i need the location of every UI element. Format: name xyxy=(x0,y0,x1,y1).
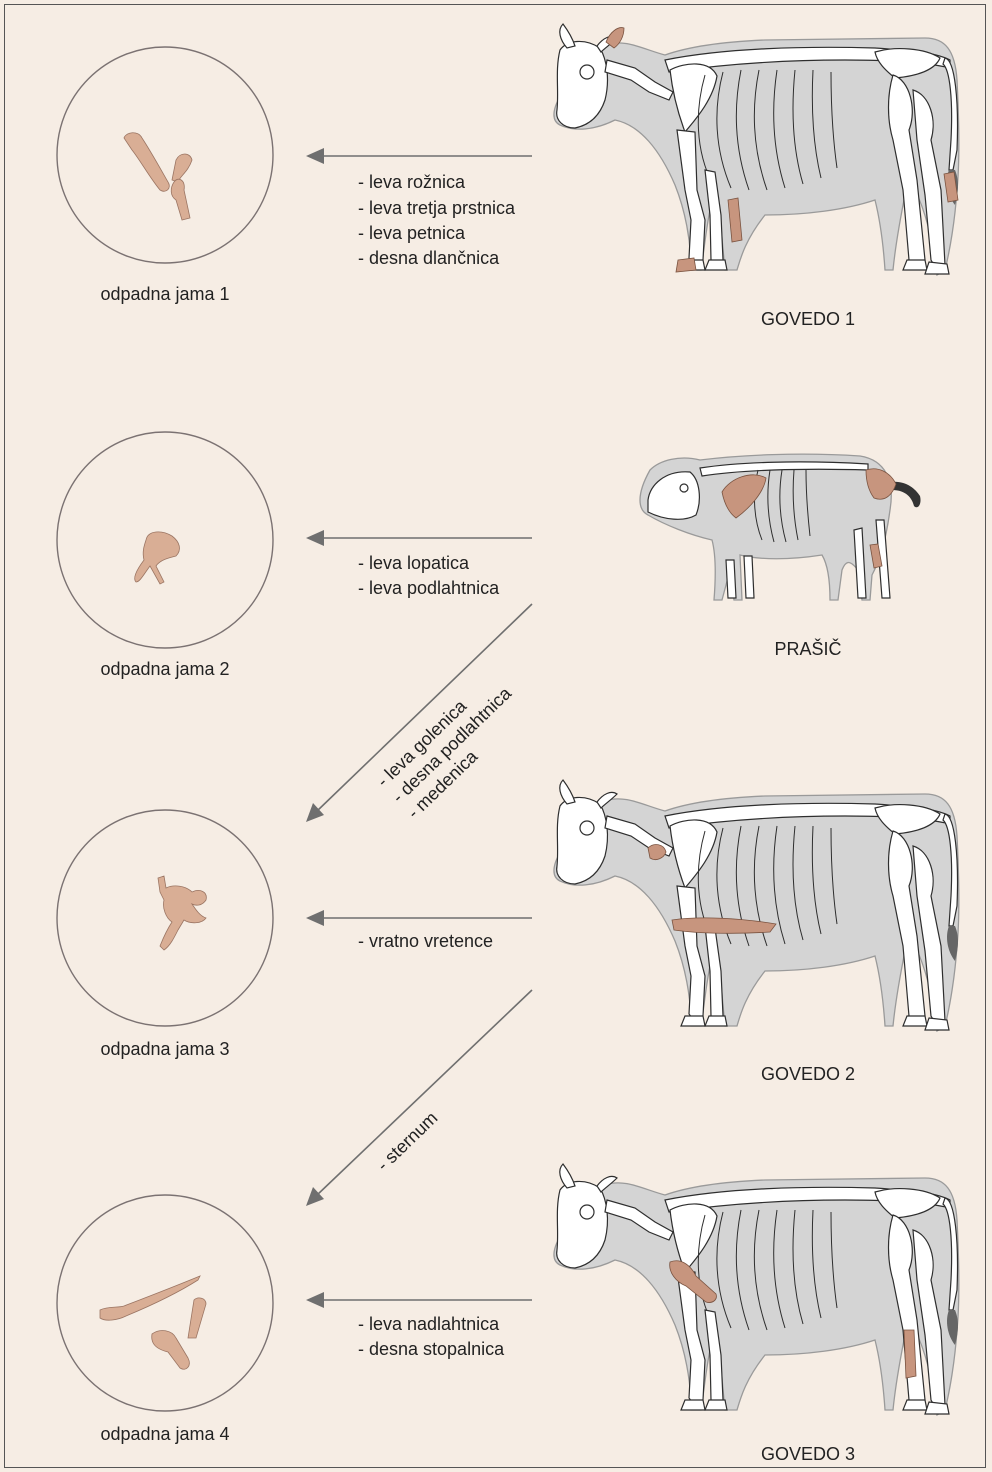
arrow-cattle2-to-pit3: - vratno vretence xyxy=(306,910,532,951)
pit-2-bone xyxy=(135,532,180,584)
pit-4: odpadna jama 4 xyxy=(57,1195,273,1444)
arrow-head xyxy=(306,530,324,546)
cattle-1-illustration: GOVEDO 1 xyxy=(554,24,959,329)
bone-label: - leva tretja prstnica xyxy=(358,198,516,218)
arrow-head xyxy=(306,910,324,926)
pit-4-circle xyxy=(57,1195,273,1411)
arrow-cattle1-to-pit1: - leva rožnica - leva tretja prstnica - … xyxy=(306,148,532,268)
pit-label: odpadna jama 2 xyxy=(100,659,229,679)
pig-illustration: PRAŠIČ xyxy=(640,454,921,659)
pit-label: odpadna jama 4 xyxy=(100,1424,229,1444)
bone-label: - leva petnica xyxy=(358,223,466,243)
highlight-phalanx xyxy=(676,258,696,272)
arrow-head xyxy=(306,1292,324,1308)
arrow-line xyxy=(316,990,532,1196)
animal-label: GOVEDO 1 xyxy=(761,309,855,329)
pit-label: odpadna jama 1 xyxy=(100,284,229,304)
pit-1-bone xyxy=(171,179,190,220)
pit-2: odpadna jama 2 xyxy=(57,432,273,679)
pit-label: odpadna jama 3 xyxy=(100,1039,229,1059)
highlight-metatarsal xyxy=(904,1330,916,1378)
animal-label: GOVEDO 3 xyxy=(761,1444,855,1464)
pit-1: odpadna jama 1 xyxy=(57,47,273,304)
bone-label: - sternum xyxy=(373,1108,442,1175)
pit-3-circle xyxy=(57,810,273,1026)
cattle-2-illustration: GOVEDO 2 xyxy=(554,780,959,1084)
pit-4-bone xyxy=(188,1298,206,1338)
bone-label: - leva lopatica xyxy=(358,553,470,573)
cattle-3-illustration: GOVEDO 3 xyxy=(554,1164,959,1464)
arrow-pig-to-pit2: - leva lopatica - leva podlahtnica xyxy=(306,530,532,598)
bone-label: - vratno vretence xyxy=(358,931,493,951)
animal-label: GOVEDO 2 xyxy=(761,1064,855,1084)
bone-label: - leva podlahtnica xyxy=(358,578,500,598)
pit-4-bone xyxy=(152,1331,190,1370)
pit-1-bone xyxy=(124,133,169,192)
arrow-head xyxy=(306,148,324,164)
pit-1-circle xyxy=(57,47,273,263)
bone-label: - desna stopalnica xyxy=(358,1339,505,1359)
arrow-cattle2-to-pit4: - sternum xyxy=(306,990,532,1206)
bone-label: - leva nadlahtnica xyxy=(358,1314,500,1334)
bone-label: - desna dlančnica xyxy=(358,248,500,268)
bone-label: - leva rožnica xyxy=(358,172,466,192)
arrow-pig-to-pit3: - leva golenica - desna podlahtnica - me… xyxy=(306,604,532,823)
pit-1-bone xyxy=(172,154,192,182)
pit-3-bone xyxy=(158,876,206,950)
pit-3: odpadna jama 3 xyxy=(57,810,273,1059)
arrow-cattle3-to-pit4: - leva nadlahtnica - desna stopalnica xyxy=(306,1292,532,1359)
animal-label: PRAŠIČ xyxy=(774,638,841,659)
pit-4-bone xyxy=(100,1276,200,1320)
